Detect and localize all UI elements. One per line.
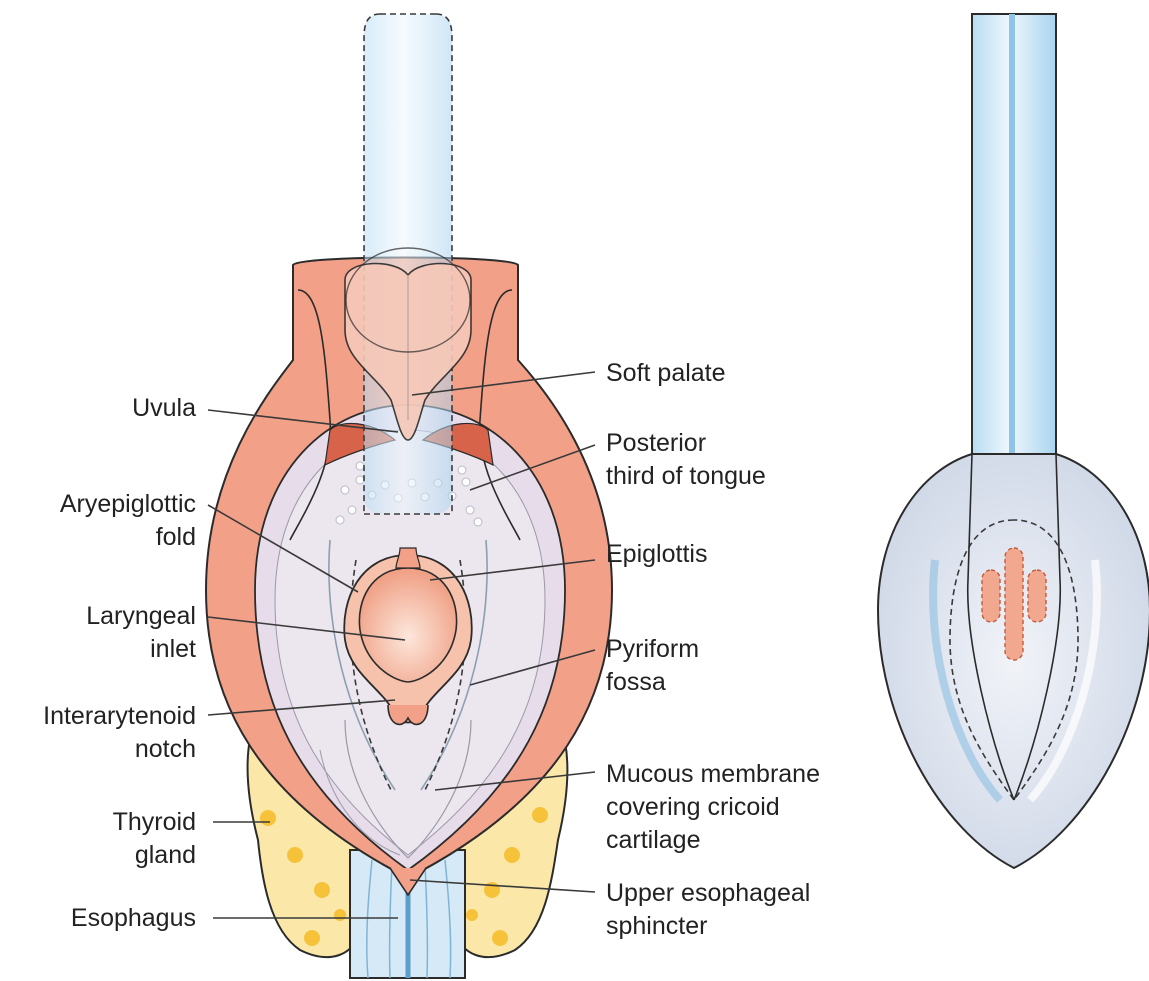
left-anatomy [206,14,612,978]
label-thyroid-2: gland [135,841,196,869]
label-aryepiglottic-2: fold [156,523,196,551]
label-esophagus: Esophagus [71,904,196,932]
label-posterior-tongue-2: third of tongue [606,462,766,490]
label-aryepiglottic-1: Aryepiglottic [60,490,196,518]
label-ues-2: sphincter [606,912,707,940]
airway-cuff [878,454,1149,868]
label-mucous-3: cartilage [606,826,701,854]
label-mucous-1: Mucous membrane [606,760,820,788]
label-soft-palate: Soft palate [606,359,726,387]
label-laryngeal-1: Laryngeal [86,602,196,630]
airway-device [878,14,1149,868]
label-thyroid-1: Thyroid [113,808,196,836]
label-epiglottis: Epiglottis [606,540,707,568]
label-interarytenoid-1: Interarytenoid [43,702,196,730]
label-laryngeal-2: inlet [150,635,196,663]
label-pyriform-2: fossa [606,668,666,696]
label-posterior-tongue-1: Posterior [606,429,706,457]
label-interarytenoid-2: notch [135,735,196,763]
label-pyriform-1: Pyriform [606,635,699,663]
label-mucous-2: covering cricoid [606,793,780,821]
label-ues-1: Upper esophageal [606,879,810,907]
label-uvula: Uvula [132,394,196,422]
